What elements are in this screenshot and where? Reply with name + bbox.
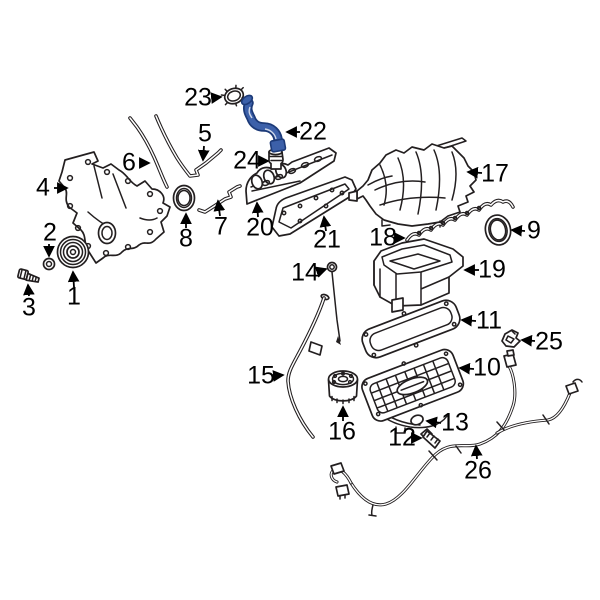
part-15-dipstick-tube	[286, 293, 330, 439]
part-26-wiring-harness	[329, 349, 583, 517]
part-5-timing-cover-gasket-right	[154, 114, 223, 178]
part-label-5: 5	[198, 119, 212, 148]
part-12-drain-plug	[420, 428, 441, 449]
part-4-timing-cover	[58, 151, 171, 264]
part-label-9: 9	[527, 216, 541, 245]
part-label-1: 1	[67, 282, 81, 311]
part-label-11: 11	[476, 306, 502, 335]
part-2-crank-washer	[42, 257, 56, 271]
part-3-crank-bolt	[17, 268, 40, 283]
part-14-oil-dipstick	[326, 261, 341, 345]
part-9-seal	[484, 214, 512, 246]
part-label-6: 6	[122, 148, 136, 177]
part-8-front-crank-seal	[172, 184, 196, 212]
part-label-21: 21	[313, 225, 341, 254]
part-6-timing-cover-gasket-left	[128, 116, 169, 189]
part-label-18: 18	[369, 223, 397, 252]
part-16-oil-filter	[327, 370, 359, 405]
part-label-17: 17	[481, 159, 509, 188]
part-11-oil-pan-gasket	[361, 299, 461, 359]
part-label-8: 8	[179, 224, 193, 253]
part-13-drain-plug-gasket	[410, 414, 424, 426]
part-18-intake-manifold-gasket	[405, 198, 515, 242]
part-label-3: 3	[22, 293, 36, 322]
part-label-4: 4	[36, 173, 50, 202]
part-label-15: 15	[247, 361, 275, 390]
part-25-bracket	[501, 329, 521, 348]
part-label-24: 24	[233, 146, 261, 175]
part-label-2: 2	[43, 218, 57, 247]
part-label-13: 13	[441, 408, 469, 437]
part-label-14: 14	[291, 258, 319, 287]
part-10-oil-pan	[361, 348, 465, 434]
part-17-intake-manifold	[348, 137, 477, 228]
part-label-10: 10	[473, 353, 501, 382]
part-label-26: 26	[464, 456, 492, 485]
part-label-20: 20	[246, 213, 274, 242]
part-24-filler-tube-adapter	[268, 148, 284, 170]
part-1-crankshaft-pulley	[56, 235, 90, 269]
part-label-22: 22	[299, 117, 327, 146]
part-label-25: 25	[535, 327, 563, 356]
part-label-16: 16	[328, 417, 356, 446]
part-19-oil-pan-insulator	[373, 238, 464, 313]
part-22-oil-filler-tube-highlighted	[240, 94, 287, 153]
callout-arrows	[23, 92, 536, 460]
part-label-12: 12	[388, 423, 416, 452]
part-label-7: 7	[214, 212, 228, 241]
part-label-23: 23	[184, 83, 212, 112]
part-label-19: 19	[478, 255, 506, 284]
